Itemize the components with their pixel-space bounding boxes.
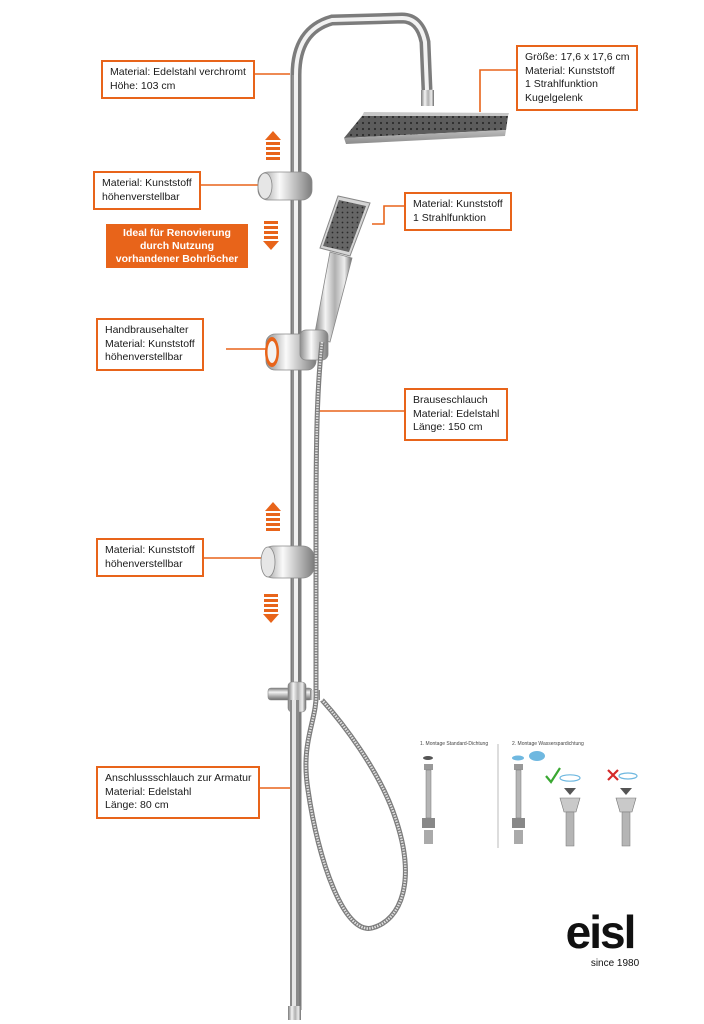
arrow-down-2 bbox=[263, 594, 279, 623]
hand-shower-holder bbox=[265, 329, 329, 371]
mounting-step1-label: 1. Montage Standard-Dichtung bbox=[420, 741, 489, 747]
callout-hand-shower: Material: Kunststoff 1 Strahlfunktion bbox=[404, 192, 512, 231]
step1-hose bbox=[422, 756, 435, 844]
callout-head: Größe: 17,6 x 17,6 cm Material: Kunststo… bbox=[516, 45, 639, 111]
callout-rod: Material: Edelstahl verchromt Höhe: 103 … bbox=[101, 60, 255, 99]
callout-connection-hose: Anschlussschlauch zur Armatur Material: … bbox=[96, 766, 261, 819]
arrow-down-1 bbox=[263, 221, 279, 250]
callout-hose: Brauseschlauch Material: Edelstahl Länge… bbox=[404, 388, 509, 441]
cross-icon bbox=[607, 769, 619, 781]
rod-holder-bottom bbox=[260, 545, 315, 579]
leader-lines bbox=[193, 69, 516, 789]
callout-hand-holder: Handbrausehalter Material: Kunststoff hö… bbox=[96, 318, 204, 371]
hand-shower bbox=[313, 195, 371, 343]
arrow-up-1 bbox=[265, 131, 281, 160]
arrow-up-2 bbox=[265, 502, 281, 531]
mounting-step2-label: 2. Montage Wasserspardichtung bbox=[512, 741, 584, 747]
logo-wordmark: eisl bbox=[565, 906, 637, 958]
callout-holder-top: Material: Kunststoff höhenverstellbar bbox=[93, 171, 201, 210]
shower-hose bbox=[303, 341, 408, 931]
rain-shower-head bbox=[344, 112, 509, 144]
connection-hose bbox=[288, 700, 301, 1020]
check-icon bbox=[545, 767, 561, 784]
brand-logo: eisl since 1980 bbox=[555, 908, 645, 969]
promo-renovation-badge: Ideal für Renovierung durch Nutzung vorh… bbox=[106, 224, 248, 268]
ball-joint bbox=[421, 90, 434, 106]
piggy-bank-icon bbox=[529, 751, 545, 761]
step2-hose bbox=[512, 755, 525, 844]
logo-tagline: since 1980 bbox=[590, 958, 640, 969]
callout-holder-bottom: Material: Kunststoff höhenverstellbar bbox=[96, 538, 204, 577]
rod-holder-top bbox=[257, 171, 313, 201]
mounting-instructions bbox=[422, 744, 638, 848]
